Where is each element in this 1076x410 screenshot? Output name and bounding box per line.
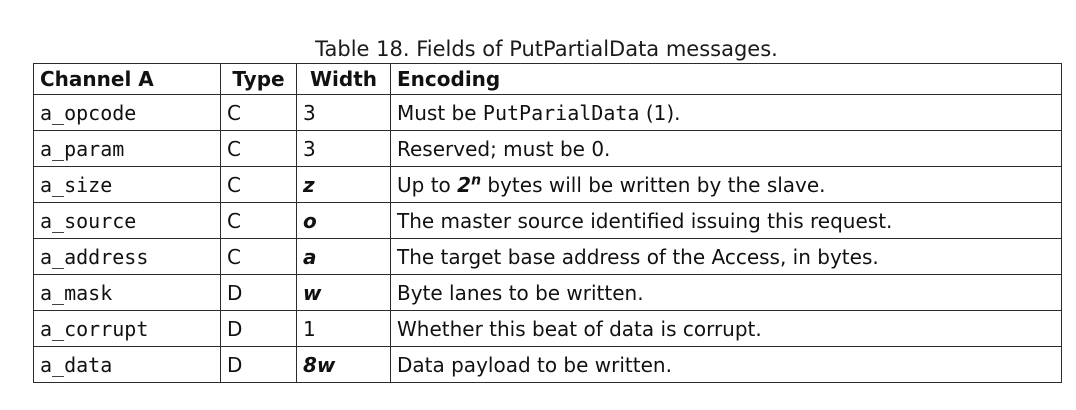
cell-type: D — [220, 346, 297, 383]
width-variable: o — [303, 208, 317, 233]
cell-encoding: Up to 2n bytes will be written by the sl… — [390, 166, 1062, 203]
encoding-power-exponent: n — [471, 171, 482, 188]
table-row: a_corrupt D 1 Whether this beat of data … — [33, 310, 1062, 347]
table-row: a_size C z Up to 2n bytes will be writte… — [33, 166, 1062, 203]
cell-width: z — [296, 166, 391, 203]
cell-channel: a_data — [33, 346, 221, 383]
header-encoding: Encoding — [390, 63, 1062, 95]
width-variable: z — [303, 172, 315, 197]
table-caption: Table 18. Fields of PutPartialData messa… — [315, 37, 778, 61]
cell-channel: a_corrupt — [33, 310, 221, 347]
table-row: a_address C a The target base address of… — [33, 238, 1062, 275]
encoding-power-base: 2 — [457, 172, 472, 197]
cell-width: 1 — [296, 310, 391, 347]
width-variable: a — [303, 244, 317, 269]
cell-type: D — [220, 310, 297, 347]
cell-channel: a_address — [33, 238, 221, 275]
encoding-text: Must be — [397, 100, 483, 125]
cell-encoding: The master source identified issuing thi… — [390, 202, 1062, 239]
cell-channel: a_size — [33, 166, 221, 203]
cell-type: C — [220, 202, 297, 239]
table-header-row: Channel A Type Width Encoding — [33, 63, 1062, 95]
cell-type: D — [220, 274, 297, 311]
encoding-text: bytes will be written by the slave. — [481, 172, 826, 197]
width-variable: 8w — [303, 352, 336, 377]
cell-width: a — [296, 238, 391, 275]
fields-table: Channel A Type Width Encoding a_opcode C… — [33, 63, 1062, 383]
cell-encoding: Must be PutParialData (1). — [390, 94, 1062, 131]
cell-width: w — [296, 274, 391, 311]
header-width: Width — [296, 63, 391, 95]
encoding-text: Up to — [397, 172, 458, 197]
cell-width: 3 — [296, 94, 391, 131]
table-row: a_data D 8w Data payload to be written. — [33, 346, 1062, 383]
table-row: a_param C 3 Reserved; must be 0. — [33, 130, 1062, 167]
encoding-code: PutParialData — [482, 100, 640, 125]
encoding-text: (1). — [639, 100, 681, 125]
cell-encoding: Reserved; must be 0. — [390, 130, 1062, 167]
header-channel: Channel A — [33, 63, 221, 95]
width-variable: w — [303, 280, 322, 305]
cell-width: o — [296, 202, 391, 239]
cell-type: C — [220, 238, 297, 275]
cell-channel: a_mask — [33, 274, 221, 311]
cell-encoding: The target base address of the Access, i… — [390, 238, 1062, 275]
table-row: a_mask D w Byte lanes to be written. — [33, 274, 1062, 311]
cell-encoding: Data payload to be written. — [390, 346, 1062, 383]
table-row: a_source C o The master source identifie… — [33, 202, 1062, 239]
header-type: Type — [220, 63, 297, 95]
cell-type: C — [220, 166, 297, 203]
cell-encoding: Whether this beat of data is corrupt. — [390, 310, 1062, 347]
cell-type: C — [220, 130, 297, 167]
cell-width: 3 — [296, 130, 391, 167]
cell-channel: a_opcode — [33, 94, 221, 131]
cell-channel: a_source — [33, 202, 221, 239]
cell-type: C — [220, 94, 297, 131]
cell-channel: a_param — [33, 130, 221, 167]
table-row: a_opcode C 3 Must be PutParialData (1). — [33, 94, 1062, 131]
cell-width: 8w — [296, 346, 391, 383]
cell-encoding: Byte lanes to be written. — [390, 274, 1062, 311]
